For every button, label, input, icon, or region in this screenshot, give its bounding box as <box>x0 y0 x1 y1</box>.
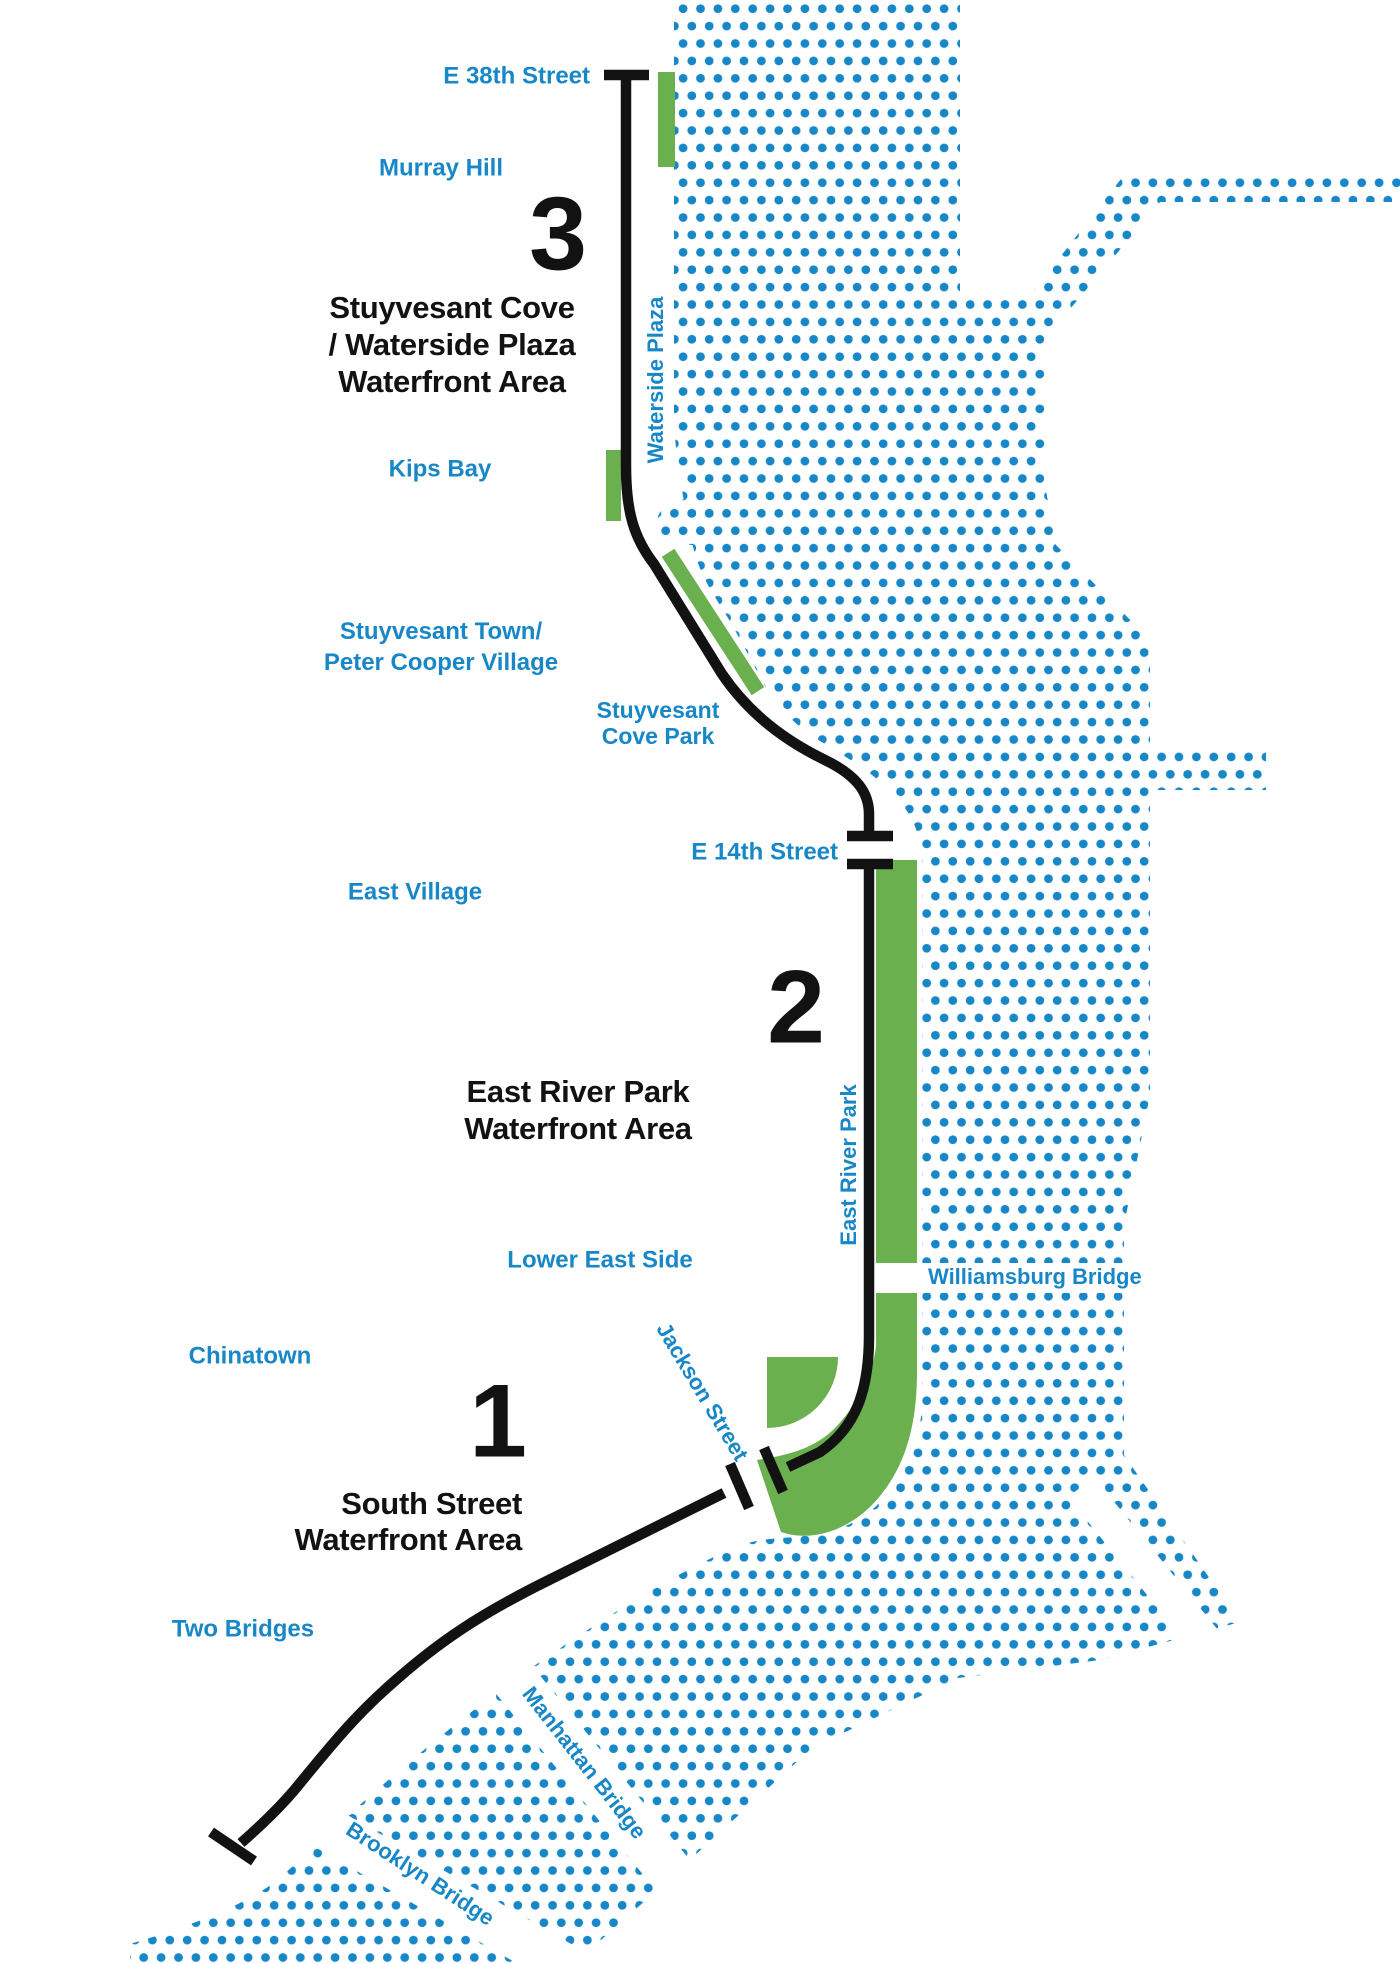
area1-heading-line1: South Street <box>341 1486 522 1521</box>
water-patch-waterside <box>657 499 723 545</box>
park-east-river-park-south <box>757 1293 917 1536</box>
label-stuyvesant-cove-park-line2: Cove Park <box>601 723 715 749</box>
shore-notch <box>1068 1477 1222 1653</box>
water-east-river-lower <box>130 1293 1240 1964</box>
label-two-bridges: Two Bridges <box>171 1615 315 1643</box>
park-marker-e38th <box>658 72 675 167</box>
manhattan-bridge-band <box>476 1641 775 1964</box>
area1-number: 1 <box>469 1363 527 1480</box>
area2-heading-line2: Waterfront Area <box>464 1111 692 1146</box>
area1-heading: South Street Waterfront Area <box>294 1486 523 1558</box>
label-lower-east-side: Lower East Side <box>507 1246 693 1274</box>
area3-heading: Stuyvesant Cove / Waterside Plaza Waterf… <box>328 289 575 400</box>
label-stuyvesant-town-line2: Peter Cooper Village <box>323 648 559 676</box>
area3-heading-line1: Stuyvesant Cove <box>329 290 575 325</box>
area3-heading-line2: / Waterside Plaza <box>328 327 576 362</box>
boundary-tick-jackson-2 <box>725 1461 754 1511</box>
area2-number: 2 <box>767 949 825 1066</box>
water-east-river-upper <box>674 0 1400 1263</box>
label-waterside-plaza: Waterside Plaza <box>642 296 668 464</box>
park-marker-stuyvesant-cove <box>661 548 765 696</box>
route-terminus-south <box>208 1827 257 1866</box>
label-stuyvesant-cove-park-line1: Stuyvesant <box>596 697 720 723</box>
label-chinatown: Chinatown <box>188 1342 312 1370</box>
area3-number: 3 <box>529 176 587 293</box>
label-kips-bay: Kips Bay <box>388 455 492 483</box>
label-stuyvesant-town-line1: Stuyvesant Town/ <box>339 618 543 645</box>
boundary-tick-jackson-1 <box>759 1445 788 1495</box>
label-williamsburg-bridge: Williamsburg Bridge <box>928 1263 1142 1289</box>
brooklyn-bridge-band <box>277 1787 606 1964</box>
route-area3 <box>620 75 875 836</box>
label-stuyvesant-town: Stuyvesant Town/ Peter Cooper Village <box>324 617 558 678</box>
area2-heading-line1: East River Park <box>466 1074 690 1109</box>
area3-heading-line3: Waterfront Area <box>338 364 566 399</box>
label-east-river-park: East River Park <box>835 1084 861 1246</box>
park-east-river-park-north <box>876 860 917 1263</box>
area1-heading-line2: Waterfront Area <box>294 1522 523 1557</box>
area2-heading: East River Park Waterfront Area <box>464 1073 692 1147</box>
label-stuyvesant-cove-park: Stuyvesant Cove Park <box>597 697 720 749</box>
park-marker-kips-bay <box>606 450 621 521</box>
route-area1 <box>237 1488 727 1847</box>
label-e14th-street: E 14th Street <box>691 838 838 866</box>
label-murray-hill: Murray Hill <box>378 154 504 182</box>
label-east-village: East Village <box>347 878 483 906</box>
route-area2 <box>785 864 875 1472</box>
label-e38th-street: E 38th Street <box>443 62 590 90</box>
park-corlears-hook <box>767 1357 838 1428</box>
